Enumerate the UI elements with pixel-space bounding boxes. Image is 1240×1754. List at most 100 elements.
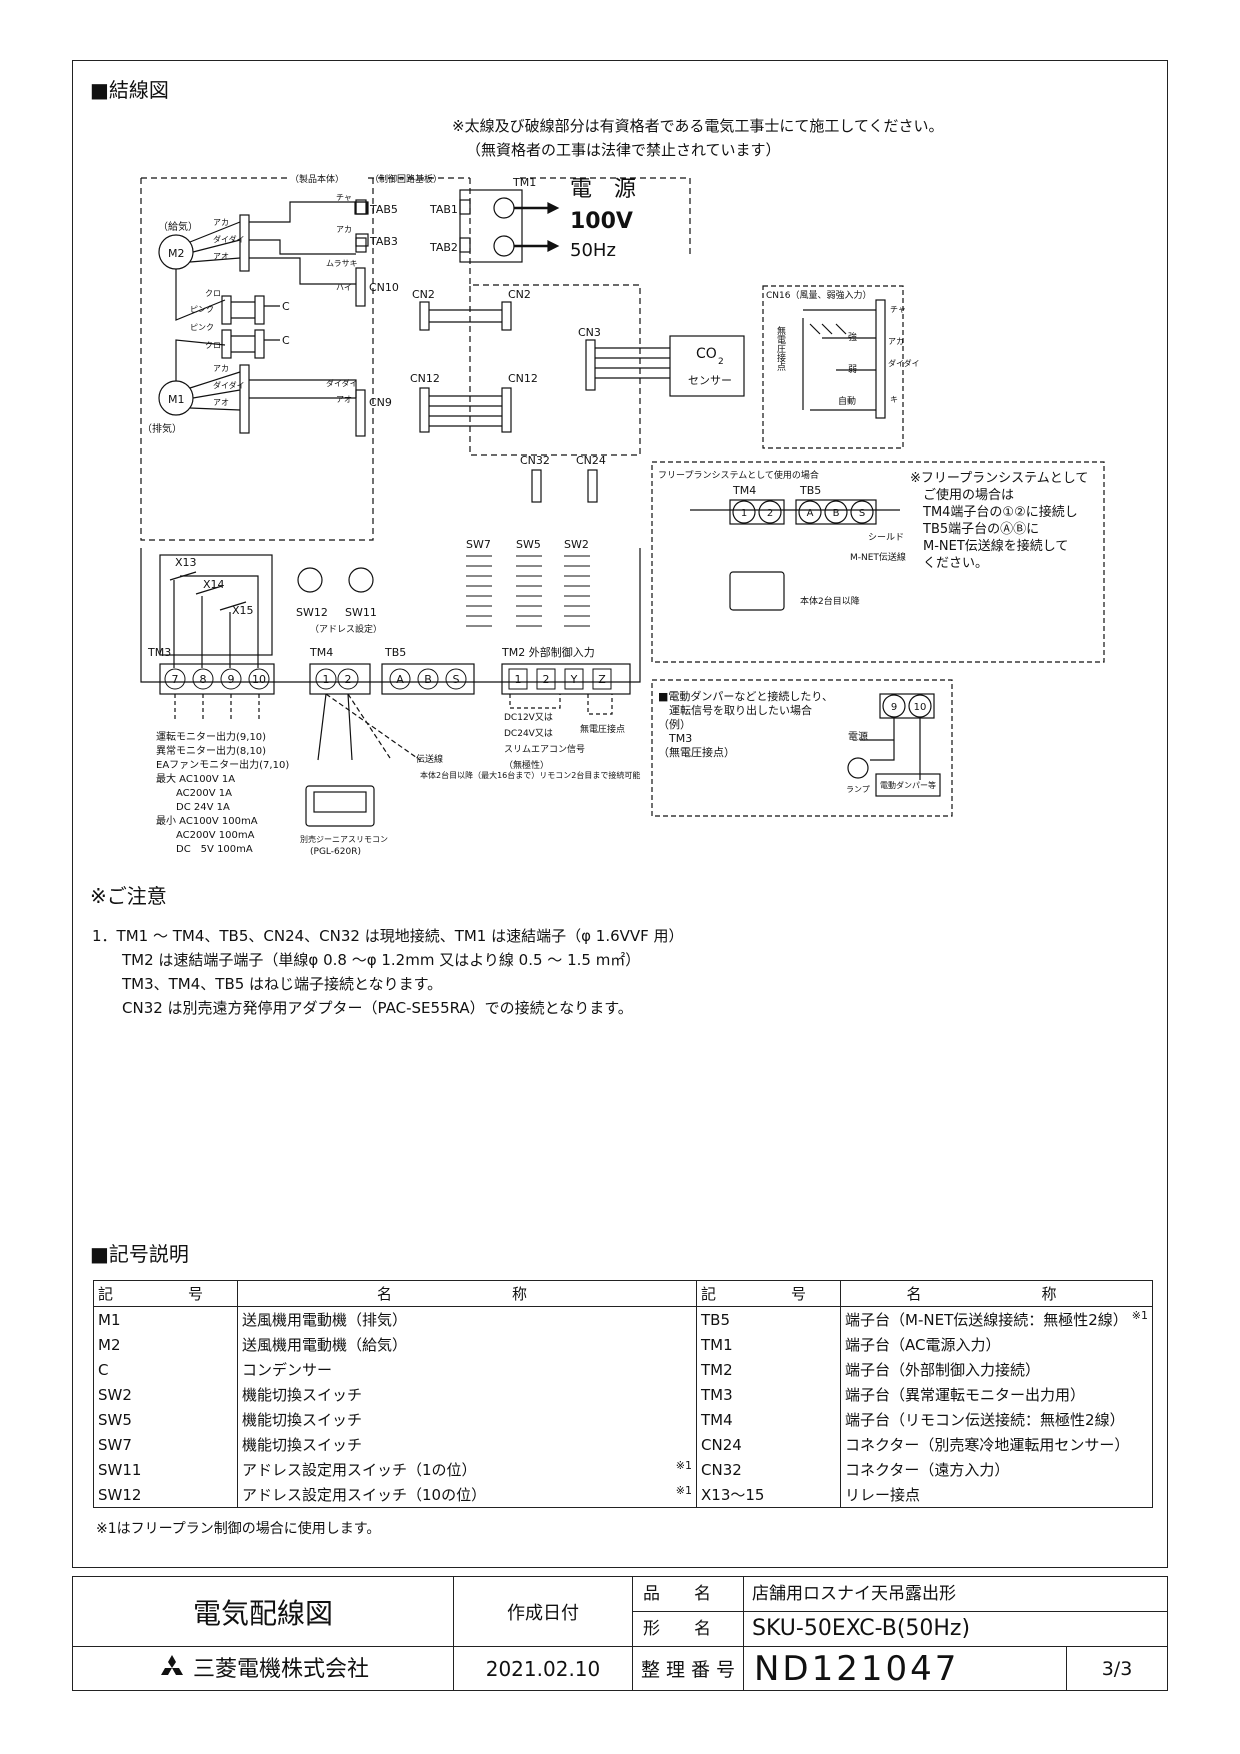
symbol-cell: 端子台（AC電源入力） — [845, 1336, 1001, 1354]
svg-text:TM4: TM4 — [309, 646, 333, 659]
svg-text:X14: X14 — [203, 578, 225, 591]
damper-title-line: 運転信号を取り出したい場合 — [658, 703, 812, 717]
model-name: SKU-50EXC-B(50Hz) — [752, 1616, 971, 1641]
cn12-left — [419, 387, 430, 433]
terminal-1: 1 — [323, 673, 330, 686]
svg-text:自動: 自動 — [838, 395, 856, 407]
terminal-B: B — [424, 673, 432, 686]
tm4-block — [309, 663, 371, 695]
svg-text:S: S — [859, 508, 865, 519]
terminal-Z: Z — [598, 673, 606, 686]
symbol-cell: 機能切換スイッチ — [242, 1436, 363, 1454]
svg-text:TAB5: TAB5 — [369, 203, 398, 216]
fp-note-line: TB5端子台のⒶⒷに — [910, 522, 1039, 537]
cn16-box — [762, 285, 904, 449]
svg-text:B: B — [833, 508, 840, 519]
svg-text:CN10: CN10 — [369, 281, 399, 294]
terminal-S: S — [453, 673, 460, 686]
svg-text:C: C — [282, 334, 290, 347]
ref-label: 整 理 番 号 — [632, 1646, 744, 1691]
svg-text:SW12: SW12 — [296, 606, 328, 619]
out-lines-line: DC 5V 100mA — [156, 844, 253, 855]
svg-text:強: 強 — [848, 331, 857, 343]
col-name-2: 名 称 — [840, 1280, 1153, 1307]
terminal-A: A — [396, 673, 404, 686]
svg-text:センサー: センサー — [688, 374, 732, 387]
symbol-cell: 端子台（リモコン伝送接続：無極性2線） — [845, 1411, 1125, 1429]
svg-text:ダイダイ: ダイダイ — [326, 378, 358, 388]
symbol-cell: 端子台（外部制御入力接続） — [845, 1361, 1041, 1379]
terminal-7: 7 — [172, 673, 179, 686]
svg-text:CN12: CN12 — [508, 372, 538, 385]
tm1-label: TM1 — [512, 176, 536, 189]
svg-text:キ: キ — [890, 395, 898, 404]
cn9-connector — [355, 389, 366, 437]
doc-title: 電気配線図 — [72, 1576, 454, 1647]
svg-text:CN16（風量、弱強入力）: CN16（風量、弱強入力） — [766, 289, 871, 301]
sw11-dial — [348, 567, 374, 593]
fp-note-line: ご使用の場合は — [910, 487, 1014, 503]
symbol-cell: SW7 — [98, 1435, 132, 1454]
symbol-cell: CN24 — [701, 1435, 742, 1454]
symbol-cell: 端子台（異常運転モニター出力用） — [845, 1386, 1086, 1404]
cn12-right — [501, 387, 512, 433]
body-dash-left — [140, 178, 374, 541]
symbol-cell: 送風機用電動機（排気） — [242, 1311, 408, 1329]
col-symbol-1: 記 号 — [92, 1280, 239, 1307]
free-plan-title: フリープランシステムとして使用の場合 — [658, 469, 819, 481]
svg-text:2: 2 — [718, 357, 724, 367]
svg-text:TM2 外部制御入力: TM2 外部制御入力 — [501, 645, 595, 659]
notes-heading: ※ご注意 — [90, 884, 167, 908]
remote-controller — [305, 785, 375, 827]
tm2-lines-line: DC12V又は — [504, 712, 553, 723]
tm2-lines-line: スリムエアコン信号 — [504, 743, 585, 755]
tm1-terminal-2 — [493, 235, 515, 257]
page-frame — [72, 60, 1168, 1568]
symbol-cell: M1 — [98, 1310, 121, 1329]
fp-note-line: TM4端子台の①②に接続し — [910, 504, 1078, 520]
power-label: 電 源 — [570, 177, 636, 202]
out-lines-line: DC 24V 1A — [156, 802, 230, 813]
svg-text:SW5: SW5 — [516, 538, 541, 551]
svg-text:（アドレス設定）: （アドレス設定） — [310, 623, 382, 635]
tm2-block — [501, 663, 631, 695]
product-label: 品 名 — [633, 1577, 743, 1612]
terminal-9: 9 — [228, 673, 235, 686]
lamp — [847, 757, 869, 779]
tab1-label: TAB1 — [429, 203, 458, 216]
svg-text:SW2: SW2 — [564, 538, 589, 551]
tab3-terminal — [355, 233, 369, 247]
symbol-cell: SW5 — [98, 1410, 132, 1429]
out-lines-line: AC200V 1A — [156, 788, 232, 799]
damper-title-line: （例） — [658, 717, 691, 731]
svg-text:アオ: アオ — [336, 395, 352, 404]
terminal-Y: Y — [570, 673, 578, 686]
svg-text:(PGL-620R): (PGL-620R) — [310, 847, 361, 857]
svg-text:ピンク: ピンク — [190, 323, 214, 332]
cn10-connector — [355, 267, 366, 307]
svg-text:CN2: CN2 — [508, 288, 531, 301]
warning-line-2: （無資格者の工事は法律で禁止されています） — [466, 141, 781, 159]
svg-text:CN3: CN3 — [578, 326, 601, 339]
tm2-no-voltage: 無電圧接点 — [580, 723, 625, 735]
tm2-lines-line: （無極性） — [504, 759, 549, 771]
svg-text:TB5: TB5 — [799, 484, 821, 497]
title-block: 電気配線図 作成日付 品 名 形 名 店舗用ロスナイ天吊露出形 SKU-50EX… — [72, 1576, 1168, 1691]
symbol-cell: M2 — [98, 1335, 121, 1354]
tm1-terminal-1 — [493, 197, 515, 219]
free-plan-box — [651, 461, 1105, 663]
note-line-3: TM3、TM4、TB5 はねじ端子接続となります。 — [122, 975, 443, 993]
footnote-mark: ※1 — [1131, 1309, 1148, 1322]
svg-text:CN2: CN2 — [412, 288, 435, 301]
svg-text:本体2台目以降（最大16台まで）リモコン2台目まで接続可能: 本体2台目以降（最大16台まで）リモコン2台目まで接続可能 — [420, 770, 640, 780]
svg-text:SW7: SW7 — [466, 538, 491, 551]
fp-note-line: ※フリープランシステムとして — [910, 471, 1088, 486]
cn3-connector — [585, 339, 596, 391]
damper-title-line: TM3 — [658, 732, 692, 745]
wiring-heading: ■結線図 — [90, 78, 169, 102]
col-name-1: 名 称 — [237, 1280, 698, 1307]
